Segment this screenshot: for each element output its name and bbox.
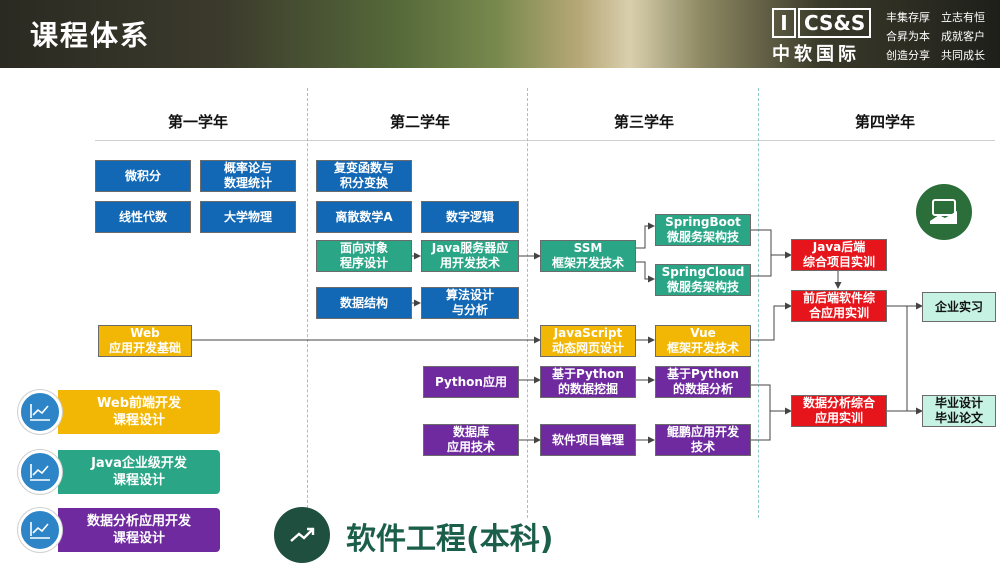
company-mottos: 丰集存厚 立志有恒 合昇为本 成就客户 创造分享 共同成长: [886, 8, 998, 65]
course-digital-logic: 数字逻辑: [421, 201, 519, 233]
course-python-analysis: 基于Python 的数据分析: [655, 366, 751, 398]
column-divider: [758, 88, 759, 518]
course-fullstack-training: 前后端软件综 合应用实训: [791, 290, 887, 322]
logo-mark: I: [772, 8, 796, 38]
course-thesis: 毕业设计 毕业论文: [922, 395, 996, 427]
course-design-data-analysis: 数据分析应用开发 课程设计: [18, 508, 220, 552]
course-java-server: Java服务器应 用开发技术: [421, 240, 519, 272]
logo-text: CS&S: [798, 8, 872, 38]
chart-icon: [18, 450, 62, 494]
program-title: 软件工程(本科): [346, 522, 554, 557]
year-divider-rule: [95, 140, 995, 141]
column-divider: [307, 88, 308, 518]
header-banner: 课程体系 I CS&S 中软国际 丰集存厚 立志有恒 合昇为本 成就客户 创造分…: [0, 0, 1000, 68]
motto-line: 合昇为本 成就客户: [886, 30, 985, 43]
course-database: 数据库 应用技术: [423, 424, 519, 456]
company-logo: I CS&S 中软国际: [772, 8, 876, 65]
course-java-backend-training: Java后端 综合项目实训: [791, 239, 887, 271]
course-javascript: JavaScript 动态网页设计: [540, 325, 636, 357]
motto-line: 丰集存厚 立志有恒: [886, 11, 985, 24]
course-design-label: Web前端开发 课程设计: [58, 390, 220, 434]
course-vue: Vue 框架开发技术: [655, 325, 751, 357]
chart-icon: [18, 390, 62, 434]
course-physics: 大学物理: [200, 201, 296, 233]
course-kunpeng: 鲲鹏应用开发 技术: [655, 424, 751, 456]
course-discrete-math: 离散数学A: [316, 201, 412, 233]
page-title: 课程体系: [30, 19, 151, 52]
course-design-label: Java企业级开发 课程设计: [58, 450, 220, 494]
trend-up-icon: [274, 507, 330, 563]
course-data-analysis-training: 数据分析综合 应用实训: [791, 395, 887, 427]
course-python-mining: 基于Python 的数据挖掘: [540, 366, 636, 398]
year-4-heading: 第四学年: [854, 113, 915, 131]
course-complex-functions: 复变函数与 积分变换: [316, 160, 412, 192]
course-springboot: SpringBoot 微服务架构技: [655, 214, 751, 246]
motto-line: 创造分享 共同成长: [886, 49, 985, 62]
course-web-basics: Web 应用开发基础: [98, 325, 192, 357]
course-springcloud: SpringCloud 微服务架构技: [655, 264, 751, 296]
hand-screen-icon: [916, 184, 972, 240]
course-design-label: 数据分析应用开发 课程设计: [58, 508, 220, 552]
course-ssm: SSM 框架开发技术: [540, 240, 636, 272]
course-oop: 面向对象 程序设计: [316, 240, 412, 272]
course-enterprise-internship: 企业实习: [922, 292, 996, 322]
year-2-heading: 第二学年: [389, 113, 450, 131]
course-python-app: Python应用: [423, 366, 519, 398]
course-design-java: Java企业级开发 课程设计: [18, 450, 220, 494]
column-divider: [527, 88, 528, 518]
logo-chinese-name: 中软国际: [772, 44, 860, 65]
course-calculus: 微积分: [95, 160, 191, 192]
chart-icon: [18, 508, 62, 552]
course-data-structures: 数据结构: [316, 287, 412, 319]
course-software-pm: 软件项目管理: [540, 424, 636, 456]
course-probability: 概率论与 数理统计: [200, 160, 296, 192]
year-1-heading: 第一学年: [167, 113, 228, 131]
year-3-heading: 第三学年: [613, 113, 674, 131]
course-linear-algebra: 线性代数: [95, 201, 191, 233]
course-design-web: Web前端开发 课程设计: [18, 390, 220, 434]
course-algorithms: 算法设计 与分析: [421, 287, 519, 319]
